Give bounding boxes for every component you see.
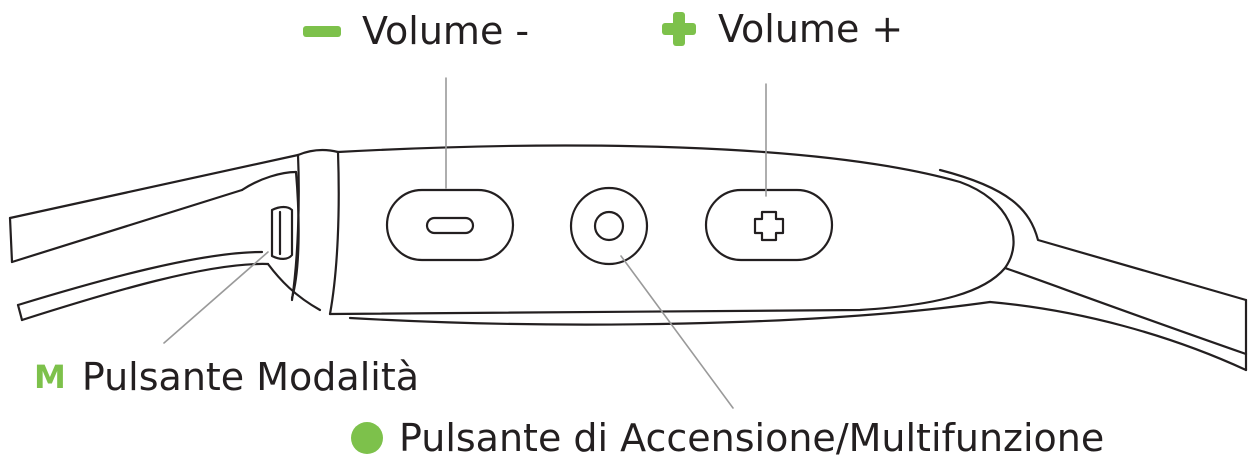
leader-power — [620, 255, 734, 409]
label-mode: M Pulsante Modalità — [34, 358, 419, 396]
dot-icon — [351, 422, 383, 454]
label-volume-plus: Volume + — [662, 10, 903, 48]
plus-icon — [662, 12, 696, 46]
minus-icon — [303, 25, 341, 37]
right-band — [938, 168, 1248, 372]
mode-letter-marker: M — [34, 358, 66, 396]
left-band — [8, 153, 300, 322]
label-power: Pulsante di Accensione/Multifunzione — [351, 419, 1104, 457]
label-power-text: Pulsante di Accensione/Multifunzione — [399, 416, 1105, 460]
volume-minus-button-shape — [385, 188, 515, 262]
leader-lines — [163, 77, 767, 409]
label-volume-plus-text: Volume + — [718, 7, 904, 51]
label-volume-minus-text: Volume - — [362, 9, 530, 53]
control-body — [328, 144, 1015, 326]
label-volume-minus: Volume - — [303, 12, 529, 50]
end-cap — [240, 149, 340, 316]
mode-button-shape — [270, 205, 294, 260]
label-mode-text: Pulsante Modalità — [81, 355, 420, 399]
leader-mode — [163, 251, 269, 344]
volume-plus-button-shape — [704, 188, 834, 262]
power-button-shape — [569, 186, 649, 266]
